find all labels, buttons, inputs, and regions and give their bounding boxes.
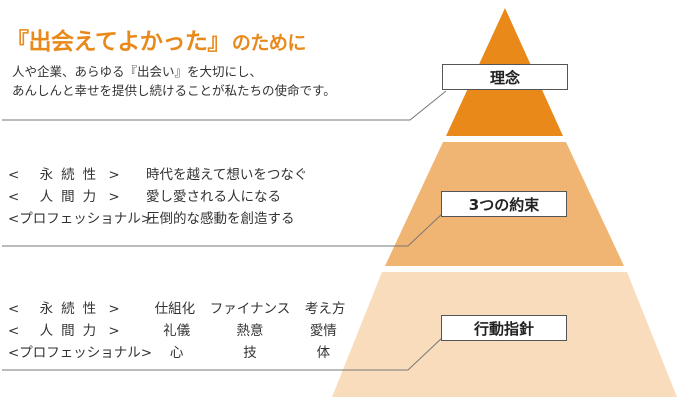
guideline-value: 仕組化	[154, 301, 196, 317]
promise-value: 時代を越えて想いをつなぐ	[146, 167, 308, 183]
guideline-value: 礼儀	[163, 323, 191, 339]
guideline-value: ファイナンス	[209, 301, 291, 317]
mission-line-1: 人や企業、あらゆる『出会い』を大切にし、	[12, 64, 263, 79]
leader-line-philosophy	[2, 90, 447, 121]
guideline-value: 愛情	[309, 323, 337, 339]
promise-category: < 永続性 >	[8, 167, 120, 183]
guideline-value: 考え方	[304, 301, 346, 317]
promise-category: <プロフェッショナル>	[8, 211, 153, 227]
guideline-value: 技	[243, 345, 257, 361]
promise-category: < 人間力 >	[8, 189, 120, 205]
title-suffix: のために	[231, 32, 307, 54]
guideline-values: 礼儀 熱意 愛情	[140, 320, 360, 342]
leader-line-promises	[2, 212, 444, 247]
title-main: 『出会えてよかった』	[6, 29, 230, 55]
promise-value: 愛し愛される人になる	[146, 189, 281, 205]
promise-value: 圧倒的な感動を創造する	[146, 211, 295, 227]
guideline-category: < 永続性 >	[8, 301, 120, 317]
tier-label-promises: 3つの約束	[441, 191, 567, 217]
guideline-values: 仕組化 ファイナンス 考え方	[140, 298, 360, 320]
guideline-category: <プロフェッショナル>	[8, 345, 153, 361]
page-title: 『出会えてよかった』のために	[6, 22, 306, 56]
guideline-category: < 人間力 >	[8, 323, 120, 339]
guideline-value: 心	[169, 345, 184, 361]
leader-line-guidelines	[2, 336, 444, 371]
tier-label-guidelines: 行動指針	[441, 315, 567, 341]
mission-text: 人や企業、あらゆる『出会い』を大切にし、 あんしんと幸せを提供し続けることが私た…	[12, 62, 336, 100]
tier-label-philosophy: 理念	[442, 64, 568, 90]
guideline-values: 心 技 体	[140, 342, 360, 364]
guideline-value: 体	[316, 345, 331, 361]
mission-line-2: あんしんと幸せを提供し続けることが私たちの使命です。	[12, 83, 336, 98]
guideline-value: 熱意	[236, 323, 264, 339]
